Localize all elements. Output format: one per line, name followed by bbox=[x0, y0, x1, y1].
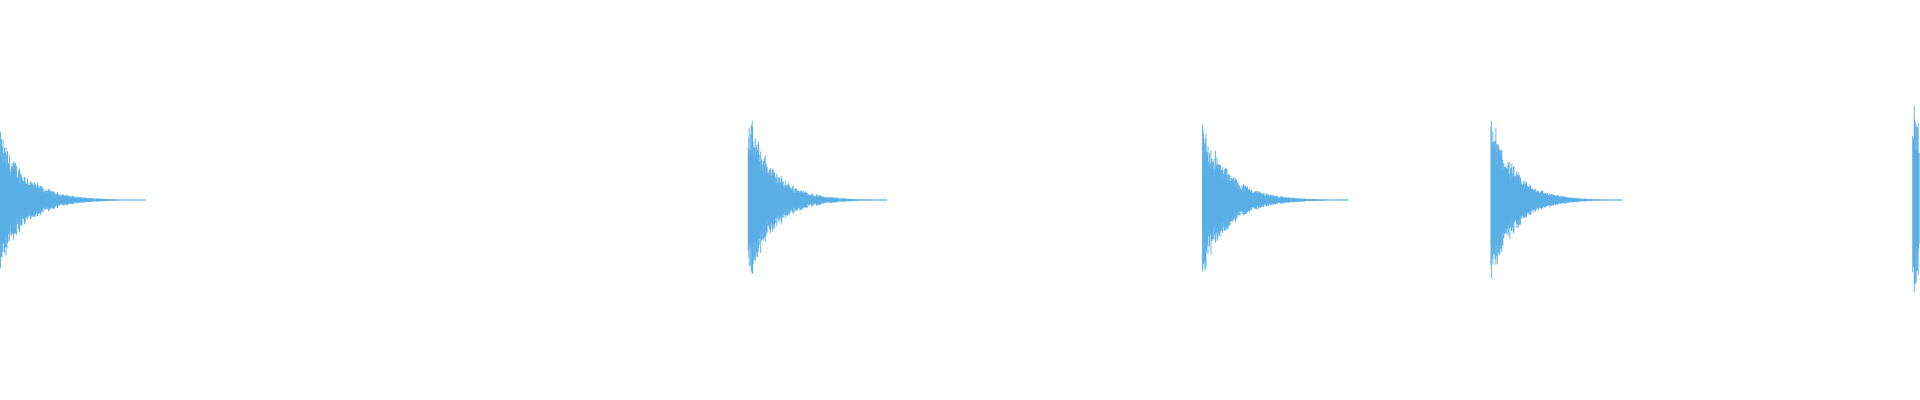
waveform-transient-2 bbox=[747, 120, 888, 274]
waveform-group bbox=[0, 105, 1920, 293]
waveform-transient-5 bbox=[1912, 105, 1920, 293]
waveform-transient-3 bbox=[1202, 124, 1349, 272]
